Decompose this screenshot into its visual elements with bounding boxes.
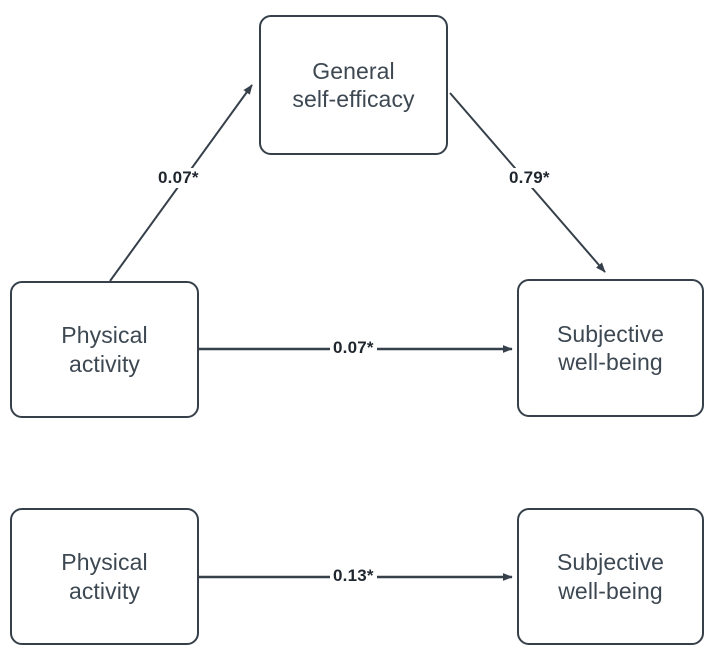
node-label-predictor-top: Physical activity [61, 322, 148, 377]
node-label-outcome-bottom: Subjective well-being [556, 549, 665, 604]
node-label-predictor-bottom: Physical activity [61, 549, 148, 604]
node-label-mediator: General self-efficacy [292, 57, 415, 112]
node-subjective-well-being-bottom[interactable]: Subjective well-being [517, 508, 704, 645]
edge-label-b-path: 0.79* [506, 168, 553, 188]
node-general-self-efficacy[interactable]: General self-efficacy [259, 15, 448, 155]
edge-label-c-path: 0.13* [330, 566, 377, 586]
node-subjective-well-being-top[interactable]: Subjective well-being [517, 279, 704, 417]
edge-label-c-prime-path: 0.07* [330, 338, 377, 358]
node-physical-activity-bottom[interactable]: Physical activity [10, 508, 199, 645]
node-physical-activity-top[interactable]: Physical activity [10, 281, 199, 418]
edge-label-a-path: 0.07* [155, 168, 202, 188]
node-label-outcome-top: Subjective well-being [556, 320, 665, 375]
